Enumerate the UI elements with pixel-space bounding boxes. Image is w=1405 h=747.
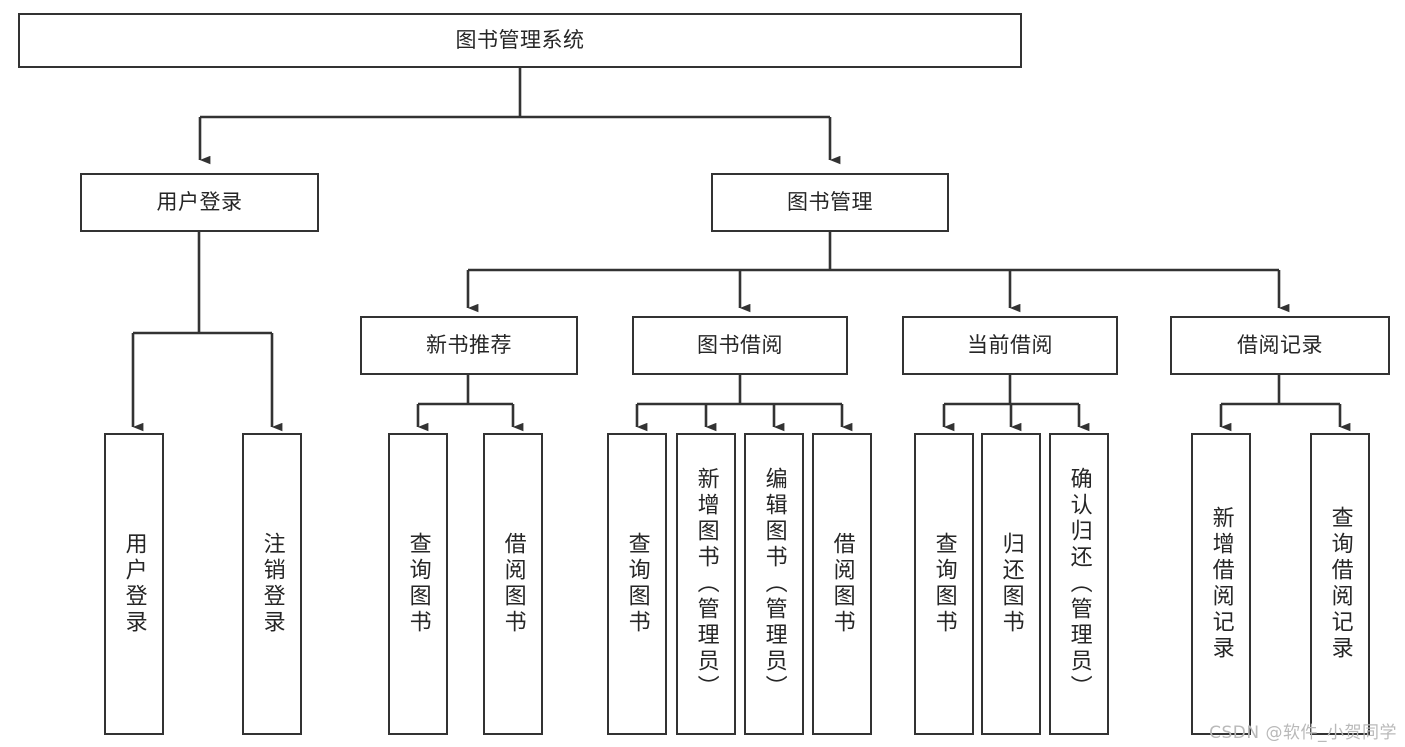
leaf-book-borrow-edit-book-admin[interactable]: 编辑图书（管理员）	[744, 433, 804, 735]
node-label: 注销登录	[259, 532, 285, 636]
node-label: 当前借阅	[967, 332, 1053, 357]
node-label: 借阅记录	[1237, 332, 1323, 357]
node-label: 新增图书（管理员）	[693, 467, 719, 701]
node-label: 确认归还（管理员）	[1066, 467, 1092, 701]
node-label: 用户登录	[121, 532, 147, 636]
leaf-new-book-borrow-book[interactable]: 借阅图书	[483, 433, 543, 735]
node-book-borrow[interactable]: 图书借阅	[632, 316, 848, 375]
leaf-book-borrow-borrow-book[interactable]: 借阅图书	[812, 433, 872, 735]
leaf-user-login-login[interactable]: 用户登录	[104, 433, 164, 735]
leaf-current-borrow-return-book[interactable]: 归还图书	[981, 433, 1041, 735]
node-label: 借阅图书	[500, 532, 526, 636]
node-label: 新增借阅记录	[1208, 506, 1234, 662]
node-new-book-recommend[interactable]: 新书推荐	[360, 316, 578, 375]
node-label: 查询图书	[405, 532, 431, 636]
node-user-login[interactable]: 用户登录	[80, 173, 319, 232]
node-label: 图书借阅	[697, 332, 783, 357]
node-borrow-record[interactable]: 借阅记录	[1170, 316, 1390, 375]
leaf-borrow-record-add-record[interactable]: 新增借阅记录	[1191, 433, 1251, 735]
leaf-book-borrow-query-book[interactable]: 查询图书	[607, 433, 667, 735]
node-label: 编辑图书（管理员）	[761, 467, 787, 701]
leaf-book-borrow-add-book-admin[interactable]: 新增图书（管理员）	[676, 433, 736, 735]
leaf-current-borrow-query-book[interactable]: 查询图书	[914, 433, 974, 735]
node-label: 用户登录	[156, 189, 243, 214]
node-label: 查询图书	[931, 532, 957, 636]
node-label: 图书管理系统	[455, 27, 585, 52]
leaf-user-login-logout[interactable]: 注销登录	[242, 433, 302, 735]
leaf-current-borrow-confirm-return-admin[interactable]: 确认归还（管理员）	[1049, 433, 1109, 735]
node-label: 借阅图书	[829, 532, 855, 636]
node-label: 归还图书	[998, 532, 1024, 636]
leaf-borrow-record-query-record[interactable]: 查询借阅记录	[1310, 433, 1370, 735]
node-current-borrow[interactable]: 当前借阅	[902, 316, 1118, 375]
leaf-new-book-query-book[interactable]: 查询图书	[388, 433, 448, 735]
csdn-watermark: CSDN @软件_小贺同学	[1209, 723, 1397, 743]
node-book-management[interactable]: 图书管理	[711, 173, 949, 232]
node-root-book-management-system[interactable]: 图书管理系统	[18, 13, 1022, 68]
node-label: 新书推荐	[426, 332, 512, 357]
node-label: 图书管理	[787, 189, 873, 214]
node-label: 查询借阅记录	[1327, 506, 1353, 662]
node-label: 查询图书	[624, 532, 650, 636]
